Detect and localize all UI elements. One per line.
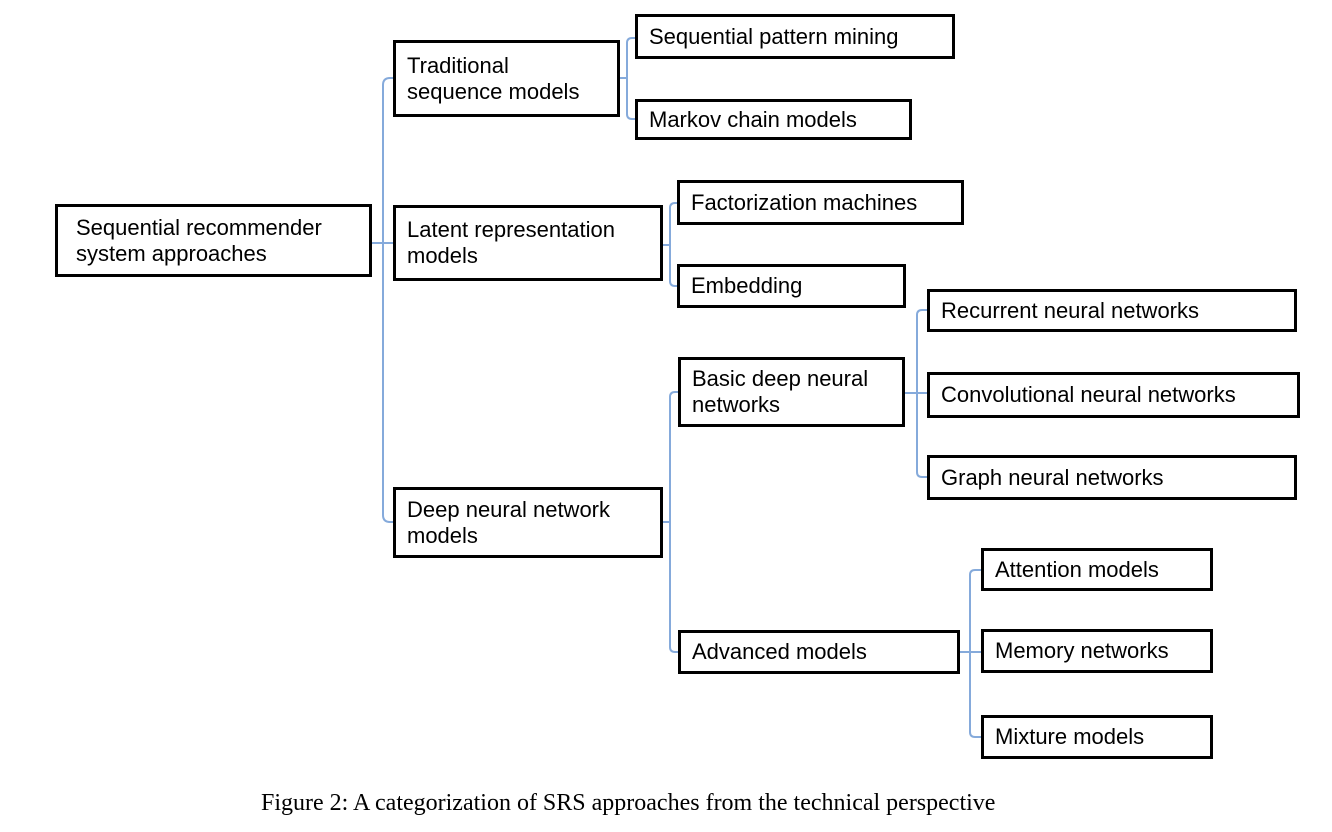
node-graph-neural-networks: Graph neural networks xyxy=(927,455,1297,500)
node-sequential-recommender-system-approaches: Sequential recommender system approaches xyxy=(55,204,372,277)
node-memory-networks: Memory networks xyxy=(981,629,1213,673)
node-deep-neural-network-models: Deep neural network models xyxy=(393,487,663,558)
node-traditional-sequence-models: Traditional sequence models xyxy=(393,40,620,117)
connector-latent-bracket xyxy=(669,202,677,287)
figure-caption: Figure 2: A categorization of SRS approa… xyxy=(261,790,996,816)
node-basic-deep-neural-networks: Basic deep neural networks xyxy=(678,357,905,427)
node-convolutional-neural-networks: Convolutional neural networks xyxy=(927,372,1300,418)
node-markov-chain-models: Markov chain models xyxy=(635,99,912,140)
node-embedding: Embedding xyxy=(677,264,906,308)
connector-advanced-bracket xyxy=(969,569,981,738)
node-mixture-models: Mixture models xyxy=(981,715,1213,759)
node-attention-models: Attention models xyxy=(981,548,1213,591)
node-sequential-pattern-mining: Sequential pattern mining xyxy=(635,14,955,59)
node-recurrent-neural-networks: Recurrent neural networks xyxy=(927,289,1297,332)
connector-basic-bracket xyxy=(916,309,927,478)
node-advanced-models: Advanced models xyxy=(678,630,960,674)
node-latent-representation-models: Latent representation models xyxy=(393,205,663,281)
connector-deep-bracket xyxy=(669,391,678,653)
connector-root-bracket xyxy=(382,77,393,523)
connector-traditional-bracket xyxy=(626,37,635,120)
node-factorization-machines: Factorization machines xyxy=(677,180,964,225)
